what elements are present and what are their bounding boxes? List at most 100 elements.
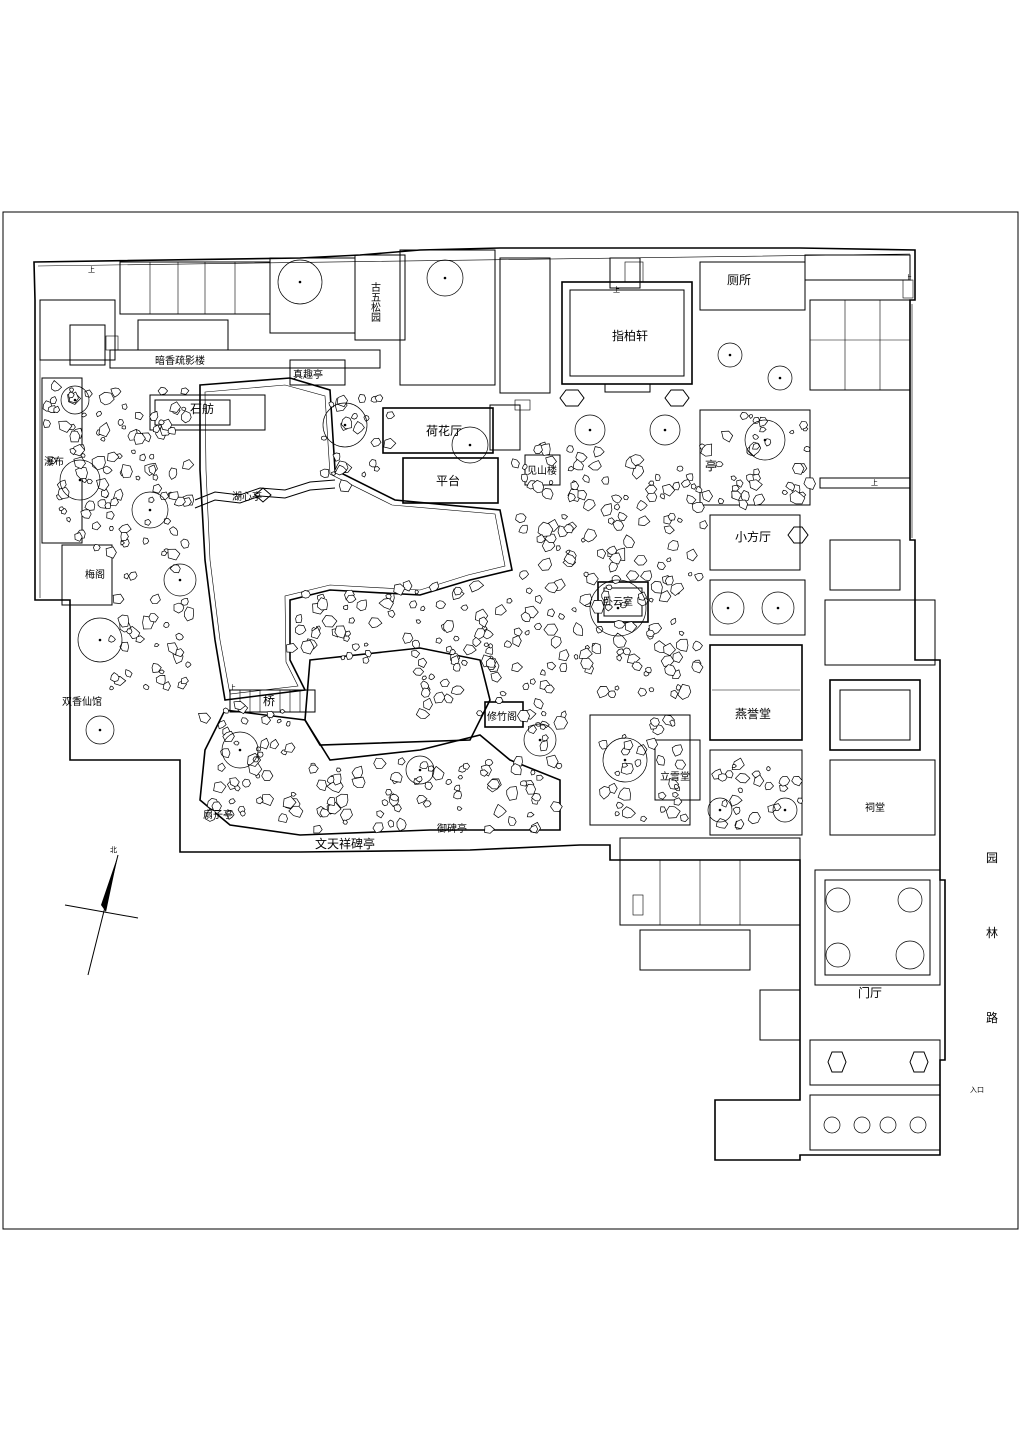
rock xyxy=(737,787,743,794)
rock xyxy=(393,804,402,813)
rock xyxy=(577,490,588,501)
rock xyxy=(485,658,496,668)
rock xyxy=(752,442,761,450)
tree-trunk xyxy=(238,748,242,752)
rock xyxy=(513,627,523,637)
stair-marks xyxy=(105,261,914,916)
rock xyxy=(282,795,297,809)
rock xyxy=(637,687,648,697)
rock xyxy=(428,581,440,593)
rock xyxy=(483,642,490,647)
rock xyxy=(567,465,575,472)
rock xyxy=(169,526,179,536)
rock xyxy=(673,784,680,790)
label-yu-bei-ting: 御碑亭 xyxy=(437,822,467,835)
rock xyxy=(387,609,396,618)
rock xyxy=(128,571,138,581)
rock xyxy=(666,557,672,563)
rock xyxy=(686,494,697,504)
rock xyxy=(460,604,469,611)
rock xyxy=(640,815,648,823)
tree-symbol xyxy=(77,617,123,663)
rock xyxy=(623,534,635,549)
west-rooms xyxy=(41,377,266,606)
rock xyxy=(449,649,456,655)
rock xyxy=(672,481,680,491)
rock xyxy=(715,461,724,468)
rock xyxy=(539,740,548,752)
rock xyxy=(211,801,222,812)
rock xyxy=(670,689,679,700)
rock xyxy=(536,534,546,544)
rock xyxy=(673,797,683,806)
rock xyxy=(541,488,554,500)
rock xyxy=(364,642,369,647)
rock xyxy=(540,724,547,730)
li-xue-tang-hall xyxy=(589,714,701,826)
rock xyxy=(381,799,389,807)
rock xyxy=(721,430,734,443)
rock xyxy=(269,738,280,750)
rock xyxy=(396,817,407,832)
rock xyxy=(149,593,161,605)
tree-symbol xyxy=(426,259,464,297)
label-ru-kou: 入口 xyxy=(970,1086,984,1094)
label-qiao: 桥 xyxy=(263,694,275,708)
rock xyxy=(183,606,195,622)
rock xyxy=(234,785,241,792)
rock xyxy=(625,570,640,581)
tree-symbol xyxy=(85,715,115,745)
rock xyxy=(112,593,125,604)
rock xyxy=(168,467,178,480)
rock xyxy=(797,797,804,804)
rock xyxy=(321,435,328,441)
rock xyxy=(80,509,92,519)
rock xyxy=(799,420,809,430)
rock xyxy=(261,770,274,781)
rock xyxy=(58,420,73,433)
rock xyxy=(421,687,431,698)
label-ting: 亭 xyxy=(705,458,717,473)
rock xyxy=(393,583,406,596)
rock xyxy=(182,459,195,470)
rock xyxy=(368,617,383,629)
rock xyxy=(84,500,96,511)
rock xyxy=(667,512,676,521)
rock xyxy=(566,445,574,453)
rock xyxy=(422,800,432,808)
rock xyxy=(415,619,422,624)
rock xyxy=(515,513,527,524)
zigzag-bridge xyxy=(194,479,336,509)
rock xyxy=(596,686,610,699)
tree-symbol xyxy=(649,414,681,446)
rock xyxy=(198,712,212,724)
tree-trunk xyxy=(78,478,82,482)
label-shan-zi-ting: 扇子亭 xyxy=(203,808,233,821)
rock xyxy=(734,818,745,830)
tree-symbol xyxy=(589,579,647,637)
rock xyxy=(445,779,453,785)
rock xyxy=(126,628,133,635)
rock xyxy=(540,711,547,717)
rock xyxy=(351,765,364,779)
rock xyxy=(690,483,697,490)
rock xyxy=(415,775,423,783)
rock xyxy=(724,770,734,779)
rock xyxy=(621,762,629,768)
rock xyxy=(362,656,370,664)
rock xyxy=(120,464,133,479)
rock xyxy=(336,767,342,773)
rock xyxy=(688,572,693,577)
rock xyxy=(573,654,579,660)
rock xyxy=(276,718,282,724)
rock xyxy=(803,477,816,490)
tree-trunk xyxy=(418,768,422,772)
rock xyxy=(530,769,536,776)
tree-symbol xyxy=(131,491,169,529)
rock xyxy=(749,479,763,491)
tree-symbol xyxy=(60,385,90,415)
rock xyxy=(456,806,463,811)
rock xyxy=(630,454,645,467)
rock xyxy=(738,499,749,511)
